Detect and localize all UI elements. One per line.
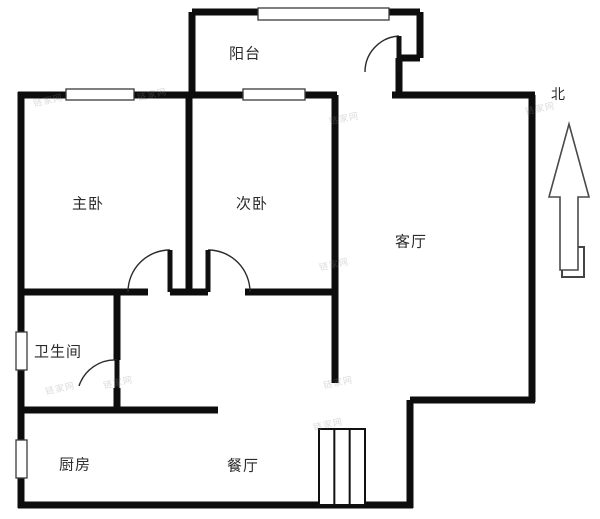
second-bedroom-window xyxy=(242,88,306,101)
entry-door xyxy=(364,35,402,73)
second-bedroom-door-swing-arc xyxy=(207,249,251,293)
room-label-bathroom: 卫生间 xyxy=(33,342,83,361)
kitchen-window xyxy=(15,439,28,479)
sliding-door-group xyxy=(318,428,366,506)
room-label-balcony: 阳台 xyxy=(228,44,262,63)
dining-sliding-door-frame xyxy=(318,428,366,506)
windows-group xyxy=(15,7,390,479)
compass-north-label: 北 xyxy=(551,87,565,103)
room-label-second-bedroom: 次卧 xyxy=(235,194,269,213)
master-bedroom-door xyxy=(127,249,173,293)
balcony-top-window xyxy=(257,7,390,21)
room-label-kitchen: 厨房 xyxy=(58,455,92,474)
master-bedroom-door-swing-arc xyxy=(127,249,171,293)
master-bedroom-window xyxy=(65,88,135,101)
entry-door-swing-arc xyxy=(364,35,400,73)
room-label-dining-room: 餐厅 xyxy=(226,456,260,475)
second-bedroom-door xyxy=(205,249,251,293)
dining-sliding-door xyxy=(318,428,366,506)
bathroom-door-swing-arc xyxy=(78,359,118,387)
bathroom-door xyxy=(78,359,120,388)
walls-group xyxy=(17,8,536,509)
room-label-living-room: 客厅 xyxy=(394,232,428,251)
doors-group xyxy=(78,35,402,388)
room-label-master-bedroom: 主卧 xyxy=(71,194,105,213)
compass-arrow xyxy=(547,120,591,271)
bathroom-window xyxy=(15,331,28,371)
north-arrow-icon xyxy=(547,120,591,271)
